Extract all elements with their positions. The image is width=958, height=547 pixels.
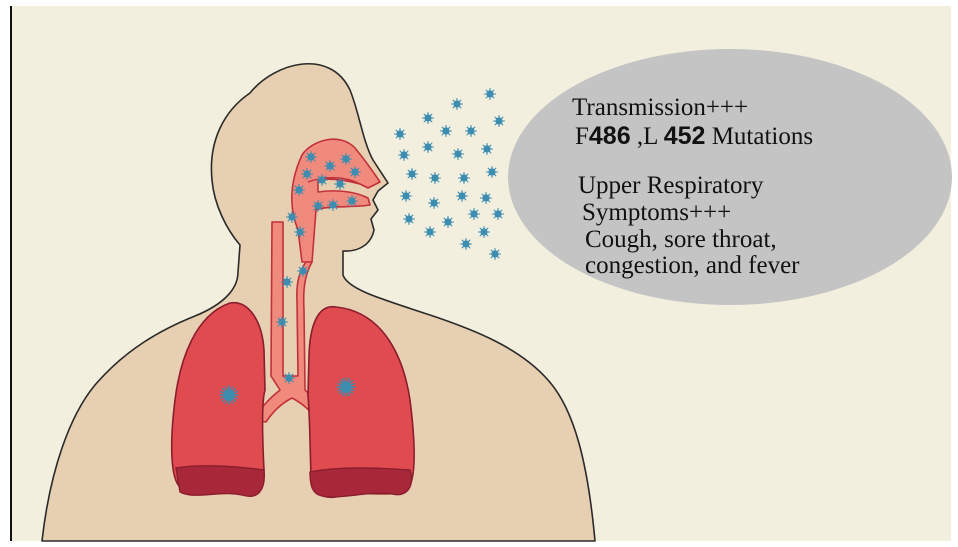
virus-particle-icon <box>425 227 436 238</box>
virus-particle-icon <box>452 99 463 110</box>
virus-particle-icon <box>298 266 309 277</box>
virus-particle-icon <box>485 89 496 100</box>
virus-particle-icon <box>479 227 490 238</box>
virus-particle-icon <box>441 126 452 137</box>
virus-particle-icon <box>306 152 317 163</box>
virus-particle-icon <box>347 196 358 207</box>
virus-particle-icon <box>459 173 470 184</box>
virus-particle-icon <box>282 277 293 288</box>
right-lung-lower-lobe <box>310 468 411 497</box>
virus-particle-icon <box>493 209 504 220</box>
virus-particle-icon <box>328 200 339 211</box>
virus-particle-icon <box>337 378 355 396</box>
virus-particle-icon <box>341 154 352 165</box>
virus-particle-icon <box>302 169 313 180</box>
virus-particle-icon <box>429 198 440 209</box>
virus-particle-icon <box>490 249 501 260</box>
mutations-line: F486 ,L 452 Mutations <box>575 122 813 151</box>
mutation-prefix-f: F <box>575 123 589 150</box>
symptom-line-3: Cough, sore throat, <box>585 226 777 254</box>
virus-particle-icon <box>220 386 238 404</box>
virus-particle-icon <box>284 373 295 384</box>
virus-particle-icon <box>287 212 298 223</box>
virus-particle-icon <box>277 317 288 328</box>
virus-particle-icon <box>350 167 361 178</box>
virus-particle-icon <box>401 191 412 202</box>
symptom-line-4: congestion, and fever <box>585 252 800 280</box>
virus-particle-icon <box>494 116 505 127</box>
virus-particle-icon <box>461 239 472 250</box>
virus-particle-icon <box>466 126 477 137</box>
transmission-label: Transmission+++ <box>572 94 748 122</box>
virus-particle-icon <box>453 149 464 160</box>
virus-particle-icon <box>295 227 306 238</box>
mutation-suffix: Mutations <box>705 123 813 150</box>
virus-particle-icon <box>407 169 418 180</box>
virus-particle-icon <box>443 217 454 228</box>
virus-particle-icon <box>423 113 434 124</box>
virus-particle-icon <box>430 173 441 184</box>
symptom-line-2: Symptoms+++ <box>582 199 731 227</box>
virus-particle-icon <box>317 175 328 186</box>
virus-particle-icon <box>487 167 498 178</box>
virus-particle-icon <box>482 144 493 155</box>
virus-particle-icon <box>457 191 468 202</box>
virus-particle-icon <box>423 142 434 153</box>
virus-particle-icon <box>294 185 305 196</box>
virus-particle-icon <box>313 201 324 212</box>
mutation-number-452: 452 <box>664 122 706 150</box>
mutation-separator: ,L <box>631 123 664 150</box>
virus-particle-icon <box>325 161 336 172</box>
virus-particle-icon <box>469 209 480 220</box>
virus-particle-icon <box>404 214 415 225</box>
mutation-number-486: 486 <box>589 122 631 150</box>
symptom-line-1: Upper Respiratory <box>578 172 763 200</box>
left-lung-lower-lobe <box>176 466 264 496</box>
virus-particle-icon <box>399 150 410 161</box>
virus-particle-icon <box>481 193 492 204</box>
virus-particle-icon <box>335 179 346 190</box>
virus-particle-icon <box>395 129 406 140</box>
